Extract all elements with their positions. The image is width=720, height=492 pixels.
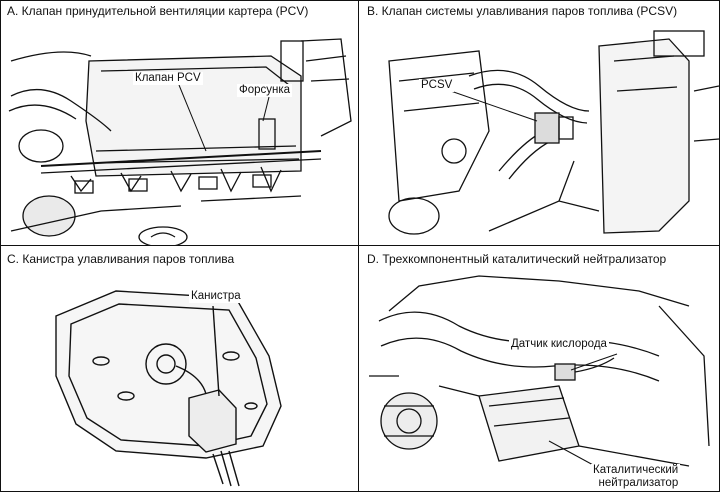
panel-b: В. Клапан системы улавливания паров топл…	[358, 0, 720, 246]
panel-d-caption: D. Трехкомпонентный каталитический нейтр…	[367, 252, 667, 266]
injector-label: Форсунка	[237, 84, 293, 97]
pcsv-label: PCSV	[419, 79, 455, 92]
pcv-valve-label: Клапан PCV	[133, 72, 203, 85]
engine-pcv-illustration	[8, 38, 352, 245]
panel-d: D. Трехкомпонентный каталитический нейтр…	[358, 245, 720, 492]
canister-label: Канистра	[189, 290, 243, 303]
oxygen-sensor-label: Датчик кислорода	[509, 338, 609, 351]
catalytic-converter-illustration	[369, 275, 710, 467]
catalytic-converter-label: Каталитический нейтрализатор	[591, 464, 681, 490]
panel-b-caption: В. Клапан системы улавливания паров топл…	[367, 4, 678, 18]
fuel-tank-canister-illustration	[55, 290, 282, 487]
pcsv-illustration	[388, 30, 719, 235]
panel-c-caption: С. Канистра улавливания паров топлива	[7, 252, 235, 266]
panel-a-caption: А. Клапан принудительной вентиляции карт…	[7, 4, 309, 18]
panel-c: С. Канистра улавливания паров топлива Ка…	[0, 245, 359, 492]
panel-a: А. Клапан принудительной вентиляции карт…	[0, 0, 359, 246]
